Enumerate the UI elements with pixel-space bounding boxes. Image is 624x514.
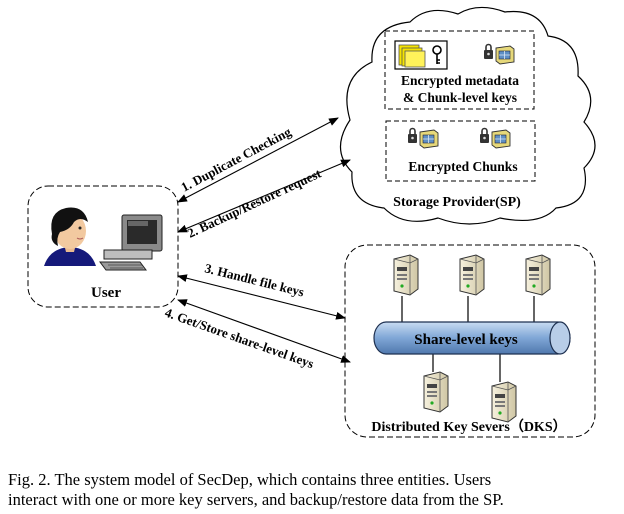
caption-line-1: Fig. 2. The system model of SecDep, whic… bbox=[8, 470, 492, 489]
key-server-icon bbox=[491, 381, 517, 423]
key-server-icon bbox=[423, 371, 449, 413]
user-person-icon bbox=[44, 207, 96, 266]
key-server-icon bbox=[525, 254, 551, 296]
caption-line-2: interact with one or more key servers, a… bbox=[8, 490, 504, 509]
bus-label: Share-level keys bbox=[414, 332, 518, 348]
share-level-keys-bus bbox=[373, 321, 571, 355]
arrow-backup-restore bbox=[177, 159, 351, 233]
arrow-duplicate-checking bbox=[177, 117, 339, 203]
arrow-label-4: 4. Get/Store share-level keys bbox=[163, 305, 316, 372]
key-server-icon bbox=[393, 254, 419, 296]
storage-cloud bbox=[339, 6, 596, 225]
metadata-box bbox=[384, 30, 535, 110]
key-server-icon bbox=[459, 254, 485, 296]
storage-provider-title: Storage Provider(SP) bbox=[393, 195, 521, 210]
arrow-label-3: 3. Handle file keys bbox=[203, 260, 305, 299]
chunks-label: Encrypted Chunks bbox=[408, 159, 517, 174]
figure-caption: Fig. 2. The system model of SecDep, whic… bbox=[8, 470, 618, 510]
user-label: User bbox=[91, 285, 121, 301]
computer-icon bbox=[99, 214, 163, 271]
dks-box bbox=[344, 244, 596, 438]
metadata-folder-icon bbox=[394, 40, 448, 70]
metadata-label-line2: & Chunk-level keys bbox=[403, 90, 517, 105]
arrow-get-store-keys bbox=[177, 299, 351, 363]
key-icon bbox=[432, 45, 442, 64]
dks-title: Distributed Key Severs（DKS） bbox=[371, 419, 566, 435]
metadata-label-line1: Encrypted metadata bbox=[401, 73, 519, 88]
chunks-box bbox=[385, 120, 536, 182]
user-box bbox=[27, 185, 179, 308]
